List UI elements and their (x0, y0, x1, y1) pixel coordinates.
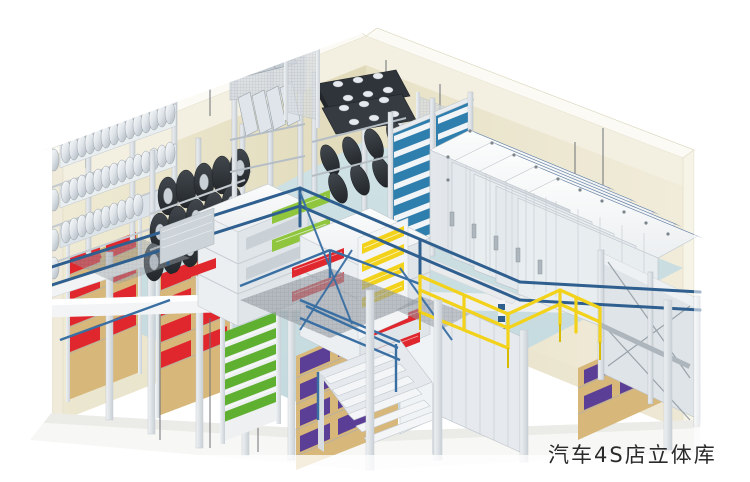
foreground-columns (365, 289, 673, 471)
staircase (317, 339, 439, 458)
rack-connectors (446, 129, 670, 236)
mezzanine-blue-braces (299, 191, 453, 341)
safety-gate-posts (419, 312, 601, 368)
green-bin-rack (220, 288, 281, 444)
misc-parts-stack (159, 207, 215, 265)
page-title: 汽车4S店立体库 (548, 443, 717, 467)
